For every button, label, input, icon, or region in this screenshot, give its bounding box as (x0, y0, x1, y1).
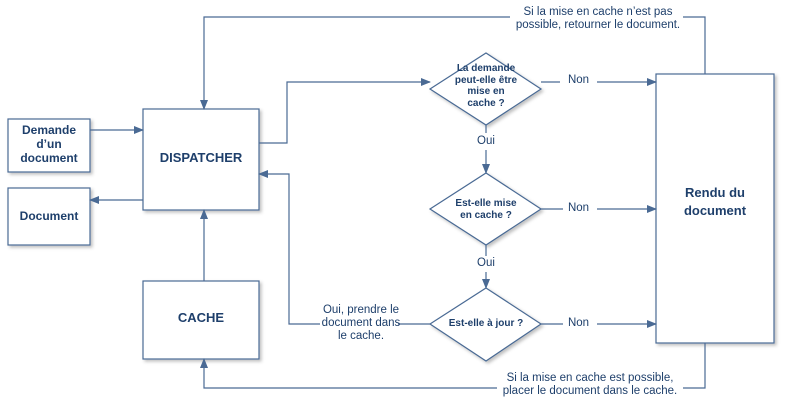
no-label-2: Non (567, 202, 590, 214)
request-box (7, 118, 91, 173)
top-note-label: Si la mise en cache n’est pas possible, … (515, 6, 681, 32)
decision-uptodate-label: Est-elle à jour ? (448, 318, 524, 329)
edge-top-note-dispatcher (200, 16, 510, 110)
cache-label: CACHE (177, 310, 225, 325)
edge-render-dispatcher (683, 16, 706, 74)
edge-uptodate-yes-b (258, 170, 320, 325)
edge-dispatcher-cacheable (259, 78, 431, 144)
document-label: Document (19, 209, 79, 223)
cache-box (142, 280, 260, 360)
yes-label-1: Oui (477, 135, 495, 147)
decision-uptodate (428, 287, 543, 362)
decision-cacheable-label: La demande peut-elle être mise en cache … (454, 63, 518, 109)
document-box (7, 187, 91, 246)
yes-label-2: Oui (477, 257, 495, 269)
edge-render-cache-b (200, 358, 497, 389)
request-label: Demande d’un document (20, 123, 78, 165)
dispatcher-label: DISPATCHER (159, 150, 243, 165)
bottom-note-label: Si la mise en cache est possible, placer… (502, 372, 678, 398)
render-label: Rendu du document (683, 185, 747, 218)
no-label-3: Non (567, 317, 590, 329)
cache-return-label: Oui, prendre le document dans le cache. (321, 304, 401, 343)
decision-cached-label: Est-elle mise en cache ? (455, 198, 517, 221)
edge-render-cache-a (683, 343, 706, 389)
no-label-1: Non (567, 74, 590, 86)
render-box (655, 73, 775, 344)
